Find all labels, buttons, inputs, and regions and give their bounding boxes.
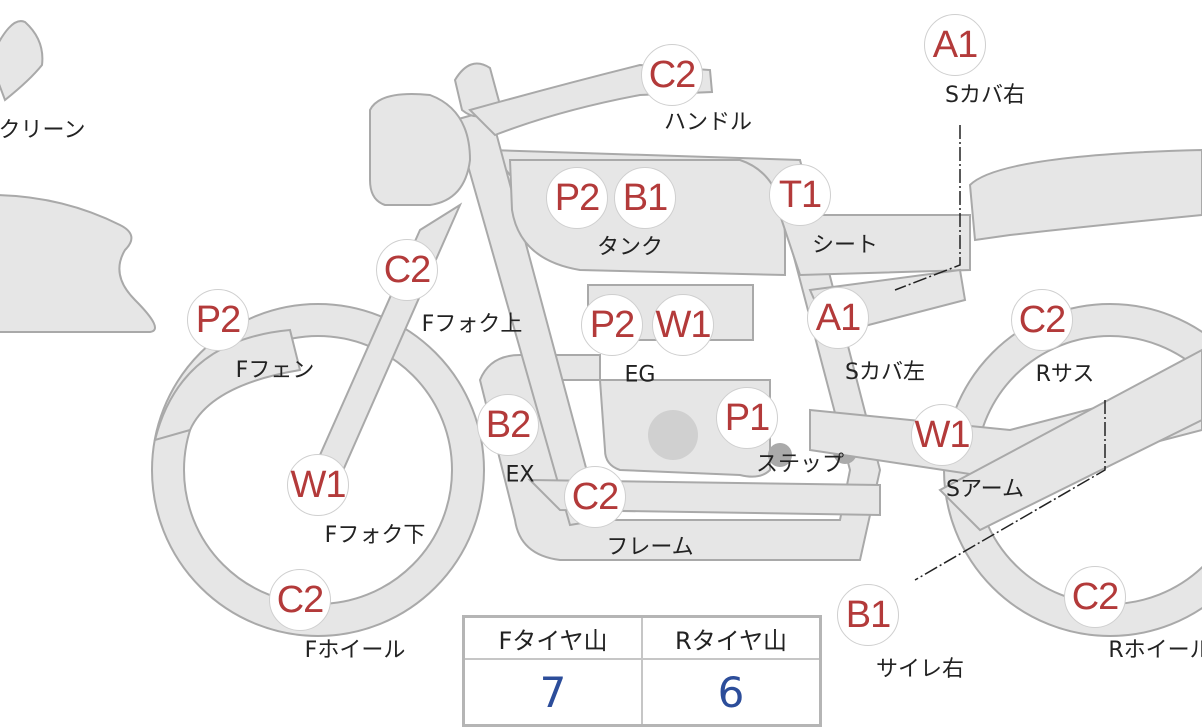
silencer-right-label: サイレ右 (875, 657, 965, 682)
fork-lower-label: Fフォク下 (324, 523, 426, 548)
silencer-right-code-badge[interactable]: B1 (837, 584, 899, 646)
fork-upper-label: Fフォク上 (421, 312, 523, 337)
front-tread-header: Fタイヤ山 (462, 615, 643, 660)
screen-shape (0, 20, 44, 102)
side-cover-left-label: Sカバ左 (845, 360, 925, 385)
front-fender-code-badge[interactable]: P2 (187, 289, 249, 351)
front-wheel-code-badge[interactable]: C2 (269, 569, 331, 631)
fork-lower-code-badge[interactable]: W1 (287, 454, 349, 516)
leader-line-silencer (914, 400, 1106, 581)
engine-label: EG (624, 362, 656, 388)
front-wheel-label: Fホイール (304, 638, 406, 663)
tank-code-badge-2[interactable]: B1 (614, 167, 676, 229)
step-code-badge[interactable]: P1 (716, 387, 778, 449)
tire-tread-table: Fタイヤ山 Rタイヤ山 7 6 (462, 615, 822, 727)
front-fender-shape (153, 328, 302, 442)
rear-suspension-code-badge[interactable]: C2 (1011, 289, 1073, 351)
seat-code-badge[interactable]: T1 (769, 164, 831, 226)
swing-arm-label: Sアーム (946, 477, 1024, 502)
engine-code-badge-2[interactable]: W1 (652, 294, 714, 356)
headlight-shape (369, 93, 472, 206)
tail-shape (968, 148, 1202, 242)
front-fender-label: Fフェン (235, 358, 315, 383)
rear-tread-header: Rタイヤ山 (641, 615, 822, 660)
screen-label: クリーン (0, 118, 86, 143)
engine-cover (648, 410, 698, 460)
side-cover-right-code-badge[interactable]: A1 (924, 14, 986, 76)
frame-code-badge[interactable]: C2 (564, 466, 626, 528)
rear-tread-value: 6 (641, 658, 822, 727)
swing-arm-code-badge[interactable]: W1 (911, 404, 973, 466)
fork-upper-code-badge[interactable]: C2 (376, 239, 438, 301)
side-cover-left-code-badge[interactable]: A1 (807, 287, 869, 349)
step-peg-left (768, 443, 792, 467)
tank-label: タンク (596, 235, 664, 260)
exhaust-label: EX (505, 462, 535, 488)
frame-label: フレーム (606, 535, 694, 560)
side-cover-right-label: Sカバ右 (945, 83, 1025, 108)
leader-line-scover-right (894, 125, 961, 291)
cowl-shape (0, 194, 156, 333)
engine-code-badge-1[interactable]: P2 (581, 294, 643, 356)
rear-wheel-label: Rホイール (1108, 638, 1202, 663)
exhaust-code-badge[interactable]: B2 (477, 394, 539, 456)
tank-code-badge-1[interactable]: P2 (546, 167, 608, 229)
rear-wheel-code-badge[interactable]: C2 (1064, 566, 1126, 628)
seat-shape (778, 214, 971, 277)
seat-label: シート (811, 233, 879, 258)
handle-code-badge[interactable]: C2 (641, 44, 703, 106)
front-tread-value: 7 (462, 658, 643, 727)
silencer-shape (938, 348, 1202, 532)
handle-label: ハンドル (663, 110, 753, 135)
step-label: ステップ (755, 452, 845, 477)
rear-suspension-label: Rサス (1035, 362, 1095, 387)
